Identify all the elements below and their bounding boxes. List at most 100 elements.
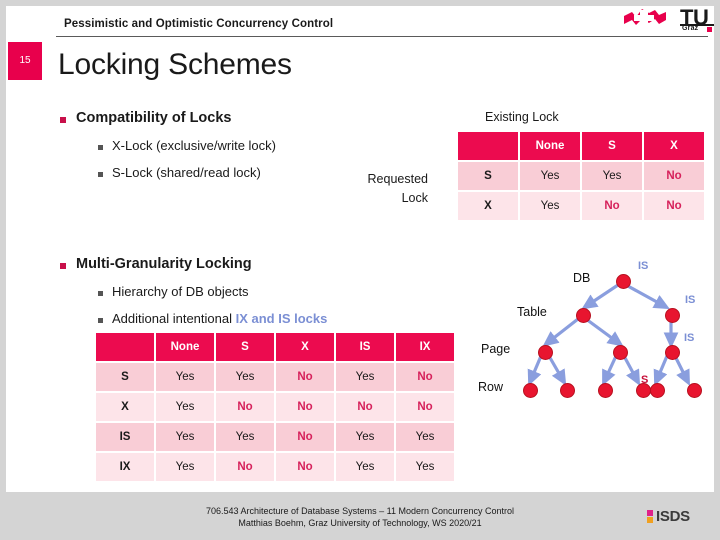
tree-node-row-6: [687, 383, 702, 398]
tu-crest-icon: [624, 9, 666, 27]
tree-node-row-2: [560, 383, 575, 398]
matrix-cell: Yes: [520, 162, 580, 190]
matrix-cell: Yes: [156, 423, 214, 451]
tu-logo-dot: [707, 27, 712, 32]
matrix-row-label: S: [96, 363, 154, 391]
matrix-cell: Yes: [396, 423, 454, 451]
matrix-column-header: None: [156, 333, 214, 361]
bullet-marker-section1: [60, 117, 66, 123]
matrix-cell: No: [276, 423, 334, 451]
isds-logo: ISDS: [645, 508, 705, 528]
tree-node-db: [616, 274, 631, 289]
footer-line-2: Matthias Boehm, Graz University of Techn…: [238, 518, 482, 528]
matrix1-row-axis-label-line2: Lock: [401, 191, 428, 205]
matrix-cell: Yes: [156, 363, 214, 391]
granularity-hierarchy-tree: DB Table Page Row IS IS IS S: [466, 250, 716, 410]
matrix-cell: No: [216, 453, 274, 481]
matrix-column-header: None: [520, 132, 580, 160]
tree-lock-label-table2: IS: [685, 294, 696, 306]
frame-left: [0, 0, 6, 540]
header-divider: [56, 36, 708, 37]
matrix-column-header: IS: [336, 333, 394, 361]
matrix-cell: Yes: [582, 162, 642, 190]
matrix-row-label: X: [458, 192, 518, 220]
matrix-column-header: IX: [396, 333, 454, 361]
isds-square-orange: [647, 517, 653, 523]
section2-item-1: Additional intentional IX and IS locks: [112, 311, 327, 326]
matrix-cell: Yes: [216, 363, 274, 391]
matrix-cell: No: [396, 363, 454, 391]
bullet-marker-s1-item0: [98, 145, 103, 150]
matrix-column-header: S: [582, 132, 642, 160]
tree-node-row-3: [598, 383, 613, 398]
tu-logo-subtext: Graz: [682, 25, 699, 32]
matrix1-column-axis-label: Existing Lock: [485, 110, 559, 124]
matrix-column-header: X: [276, 333, 334, 361]
bullet-marker-s2-item1: [98, 318, 103, 323]
tree-level-label-row: Row: [478, 380, 504, 394]
section1-heading: Compatibility of Locks: [76, 110, 232, 126]
matrix-cell: Yes: [216, 423, 274, 451]
bullet-marker-s2-item0: [98, 291, 103, 296]
section2-item-0: Hierarchy of DB objects: [112, 284, 249, 299]
matrix-cell: No: [276, 453, 334, 481]
tree-node-row-1: [523, 383, 538, 398]
bullet-marker-s1-item1: [98, 172, 103, 177]
matrix-cell: Yes: [336, 363, 394, 391]
section1-item-0: X-Lock (exclusive/write lock): [112, 138, 276, 153]
matrix-corner-cell: [458, 132, 518, 160]
tree-level-label-db: DB: [573, 271, 591, 285]
tree-node-page-3: [665, 345, 680, 360]
matrix-row-label: X: [96, 393, 154, 421]
matrix-cell: Yes: [520, 192, 580, 220]
frame-top: [0, 0, 720, 6]
isds-square-pink: [647, 510, 653, 516]
matrix-corner-cell: [96, 333, 154, 361]
matrix-column-header: S: [216, 333, 274, 361]
tree-level-label-table: Table: [517, 305, 547, 319]
tree-node-table-2: [665, 308, 680, 323]
tree-lock-label-page3: IS: [684, 332, 695, 344]
frame-right: [714, 0, 720, 540]
matrix-row-label: IX: [96, 453, 154, 481]
tu-logo-underline: [680, 24, 714, 26]
matrix-cell: No: [276, 363, 334, 391]
tree-edges: [527, 283, 691, 387]
matrix-cell: Yes: [336, 453, 394, 481]
section2-item-1-highlight: IX and IS locks: [235, 311, 328, 326]
matrix-cell: No: [396, 393, 454, 421]
matrix1-row-axis-label-line1: Requested: [367, 172, 428, 186]
tree-level-label-page: Page: [481, 342, 511, 356]
matrix-cell: Yes: [156, 393, 214, 421]
matrix-cell: Yes: [396, 453, 454, 481]
page-title: Locking Schemes: [58, 48, 292, 81]
matrix-cell: No: [644, 192, 704, 220]
frame-bottom: [0, 492, 720, 540]
header-title: Pessimistic and Optimistic Concurrency C…: [64, 18, 334, 30]
bullet-marker-section2: [60, 263, 66, 269]
matrix-cell: Yes: [336, 423, 394, 451]
tree-lock-label-row5: S: [641, 374, 649, 386]
tree-node-page-1: [538, 345, 553, 360]
matrix-cell: No: [582, 192, 642, 220]
section1-item-1: S-Lock (shared/read lock): [112, 165, 261, 180]
tree-lock-label-db: IS: [638, 260, 649, 272]
slide-number-badge: 15: [8, 42, 42, 80]
section2-item-1-prefix: Additional intentional: [112, 311, 236, 326]
matrix-cell: No: [216, 393, 274, 421]
matrix-column-header: X: [644, 132, 704, 160]
matrix-row-label: S: [458, 162, 518, 190]
isds-logo-text: ISDS: [656, 508, 690, 525]
tree-node-table-1: [576, 308, 591, 323]
footer: 706.543 Architecture of Database Systems…: [0, 505, 720, 529]
